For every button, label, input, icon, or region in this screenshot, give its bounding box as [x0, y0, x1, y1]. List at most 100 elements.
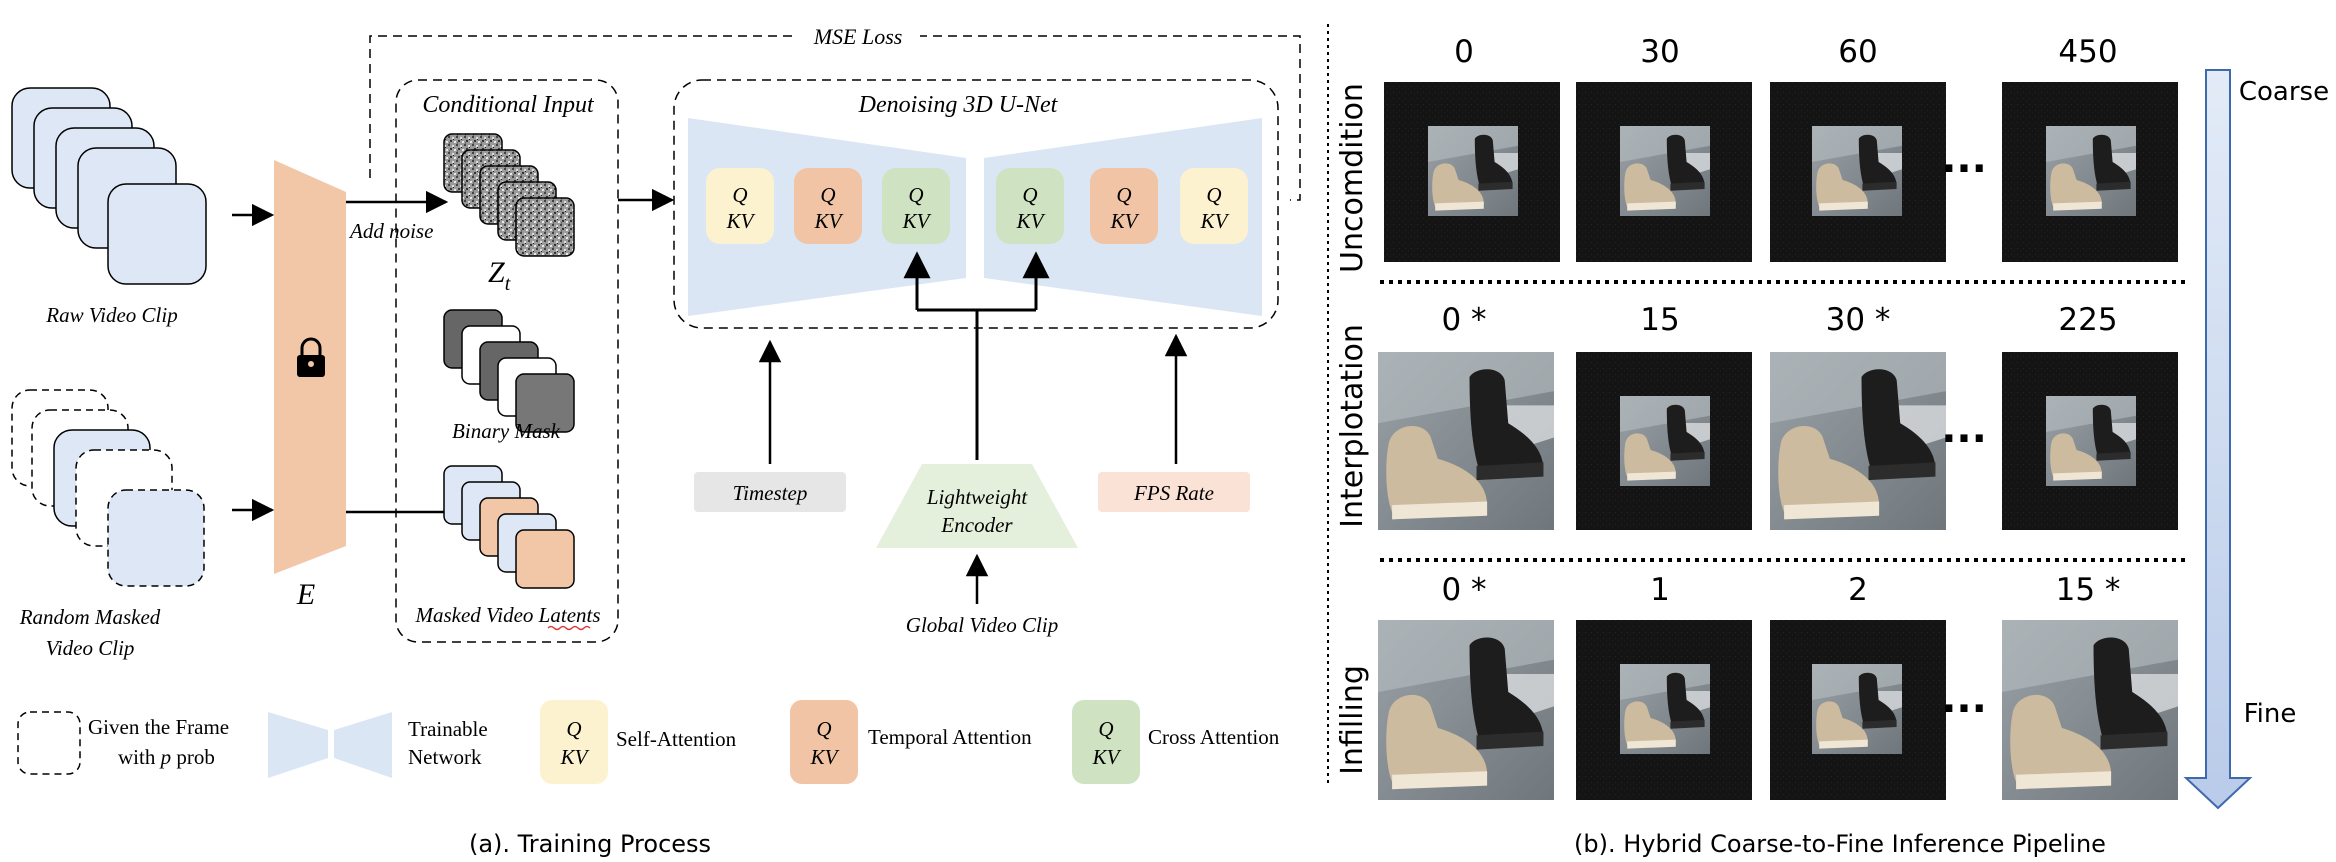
- frame-index-r1-2: 30: [1640, 34, 1679, 70]
- row-label-uncondition: Uncomdition: [1335, 83, 1370, 273]
- frame-r2-1: [1378, 352, 1554, 530]
- svg-text:Q: Q: [908, 183, 923, 207]
- svg-text:Q: Q: [1098, 717, 1113, 741]
- random-masked-label-line1: Random Masked: [19, 605, 161, 629]
- frame-r1-1: [1384, 82, 1560, 262]
- fps-label: FPS Rate: [1133, 481, 1214, 505]
- raw-video-clip-stack: [11, 87, 207, 285]
- frame-index-r3-1: 0 *: [1441, 572, 1486, 608]
- inference-pipeline: Uncomdition 0 30 60 450 ··· Interplotati…: [1335, 34, 2329, 810]
- svg-text:KV: KV: [814, 209, 844, 233]
- svg-text:KV: KV: [1016, 209, 1046, 233]
- legend-given-frame-swatch: [17, 711, 81, 775]
- frame-r2-4: [2002, 352, 2178, 530]
- svg-text:Q: Q: [732, 183, 747, 207]
- mse-loss-label: MSE Loss: [813, 24, 903, 49]
- raw-video-clip-label: Raw Video Clip: [45, 303, 177, 327]
- conditional-input-box: [395, 79, 619, 643]
- legend-cross-swatch: [1072, 700, 1140, 784]
- lightweight-encoder-shape: [876, 464, 1078, 548]
- frame-index-r2-3: 30 *: [1826, 302, 1891, 338]
- frame-r1-3: [1770, 82, 1946, 262]
- legend-trainable-right: [334, 712, 392, 778]
- legend: Given the Frame with p prob Trainable Ne…: [17, 700, 1280, 784]
- frame-index-r2-2: 15: [1640, 302, 1679, 338]
- frame-r3-4: [2002, 620, 2178, 800]
- binary-mask-stack: [443, 309, 575, 433]
- svg-text:KV: KV: [1110, 209, 1140, 233]
- svg-text:Q: Q: [1206, 183, 1221, 207]
- row-label-infilling: Infilling: [1335, 665, 1370, 775]
- svg-text:KV: KV: [1200, 209, 1230, 233]
- svg-text:KV: KV: [1092, 745, 1122, 769]
- global-clip-label: Global Video Clip: [906, 613, 1058, 637]
- spellcheck-underline: [547, 625, 591, 631]
- cross-attn-fork: [917, 308, 1036, 460]
- attention-block-temporal-1: Q KV: [794, 168, 862, 244]
- ellipsis-r2: ···: [1941, 416, 1987, 462]
- lightweight-label-line1: Lightweight: [926, 485, 1029, 509]
- frame-index-r1-1: 0: [1454, 34, 1474, 70]
- frame-index-r1-3: 60: [1838, 34, 1877, 70]
- caption-inference: (b). Hybrid Coarse-to-Fine Inference Pip…: [1574, 830, 2106, 858]
- frame-r2-2: [1576, 352, 1752, 530]
- svg-text:Q: Q: [1022, 183, 1037, 207]
- svg-text:Q: Q: [566, 717, 581, 741]
- lightweight-label-line2: Encoder: [940, 513, 1013, 537]
- attention-block-cross-1: Q KV: [882, 168, 950, 244]
- random-masked-clip-stack: [11, 389, 205, 587]
- attention-block-self-2: Q KV: [1180, 168, 1248, 244]
- timestep-label: Timestep: [733, 481, 808, 505]
- legend-temporal-swatch: [790, 700, 858, 784]
- random-masked-label-line2: Video Clip: [46, 636, 135, 660]
- mse-label-bg: [796, 22, 920, 50]
- attention-block-cross-2: Q KV: [996, 168, 1064, 244]
- legend-temporal-label: Temporal Attention: [868, 725, 1032, 749]
- legend-self-label: Self-Attention: [616, 727, 737, 751]
- frame-r3-1: [1378, 620, 1554, 800]
- svg-text:KV: KV: [726, 209, 756, 233]
- svg-text:Q: Q: [816, 717, 831, 741]
- timestep-box: [694, 472, 846, 512]
- frame-index-r3-3: 2: [1848, 572, 1868, 608]
- caption-training: (a). Training Process: [469, 830, 711, 858]
- encoder-label: E: [296, 578, 315, 611]
- zt-label: Zt: [488, 256, 511, 295]
- frame-index-r2-1: 0 *: [1441, 302, 1486, 338]
- binary-mask-label: Binary Mask: [452, 419, 561, 443]
- mse-loss-path: [369, 35, 1301, 201]
- training-process: MSE Loss Raw Video Clip Random Masked Vi…: [11, 22, 1301, 660]
- legend-given-line1: Given the Frame: [88, 715, 229, 739]
- coarse-label: Coarse: [2239, 77, 2329, 107]
- svg-text:Q: Q: [820, 183, 835, 207]
- legend-trainable-left: [268, 712, 328, 778]
- frame-index-r3-4: 15 *: [2056, 572, 2121, 608]
- frame-index-r1-4: 450: [2058, 34, 2117, 70]
- ellipsis-r3: ···: [1941, 686, 1987, 732]
- row-label-interpolation: Interplotation: [1335, 324, 1370, 528]
- fps-box: [1098, 472, 1250, 512]
- legend-self-swatch: [540, 700, 608, 784]
- unet-title: Denoising 3D U-Net: [858, 92, 1059, 118]
- svg-text:Q: Q: [1116, 183, 1131, 207]
- frame-index-r3-2: 1: [1650, 572, 1670, 608]
- legend-given-line2: with p prob: [118, 745, 215, 769]
- legend-trainable-line2: Network: [408, 745, 482, 769]
- masked-latents-label: Masked Video Latents: [414, 603, 600, 627]
- svg-text:KV: KV: [560, 745, 590, 769]
- add-noise-label: Add noise: [348, 219, 433, 243]
- attention-block-temporal-2: Q KV: [1090, 168, 1158, 244]
- fine-label: Fine: [2244, 699, 2297, 729]
- ellipsis-r1: ···: [1941, 146, 1987, 192]
- frame-r3-2: [1576, 620, 1752, 800]
- svg-text:KV: KV: [902, 209, 932, 233]
- lock-icon: [297, 337, 325, 377]
- conditional-input-title: Conditional Input: [422, 92, 595, 118]
- coarse-to-fine-arrow: [2183, 69, 2253, 810]
- attention-block-self-1: Q KV: [706, 168, 774, 244]
- frame-r3-3: [1770, 620, 1946, 800]
- frame-r1-2: [1576, 82, 1752, 262]
- masked-latents-stack: [443, 465, 575, 589]
- legend-trainable-line1: Trainable: [408, 717, 488, 741]
